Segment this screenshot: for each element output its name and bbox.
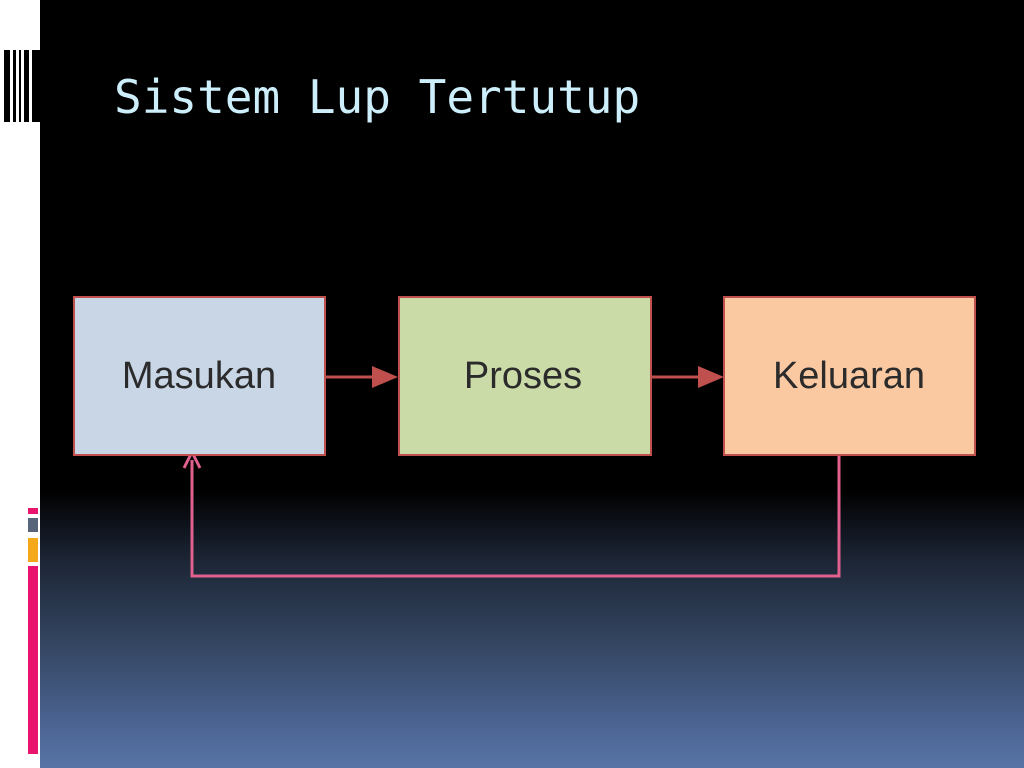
accent-bar-pink-long xyxy=(28,566,38,754)
node-output: Keluaran xyxy=(723,296,976,456)
accent-bar-orange xyxy=(28,538,38,562)
arrowhead-process-to-output xyxy=(698,366,724,388)
node-process-label: Proses xyxy=(464,355,582,397)
node-output-label: Keluaran xyxy=(773,355,925,397)
node-output-box xyxy=(723,296,976,456)
node-process-box xyxy=(398,296,652,456)
node-input: Masukan xyxy=(73,296,326,456)
top-stripes-decor xyxy=(4,50,40,122)
node-input-label: Masukan xyxy=(122,355,276,397)
accent-bar-slate xyxy=(28,518,38,532)
slide-title: Sistem Lup Tertutup xyxy=(114,70,641,124)
accent-bar-pink-small xyxy=(28,508,38,514)
node-input-box xyxy=(73,296,326,456)
bottom-accent-bars xyxy=(28,508,38,758)
node-process: Proses xyxy=(398,296,652,456)
feedback-line xyxy=(190,456,841,578)
arrowhead-input-to-process xyxy=(372,366,398,388)
